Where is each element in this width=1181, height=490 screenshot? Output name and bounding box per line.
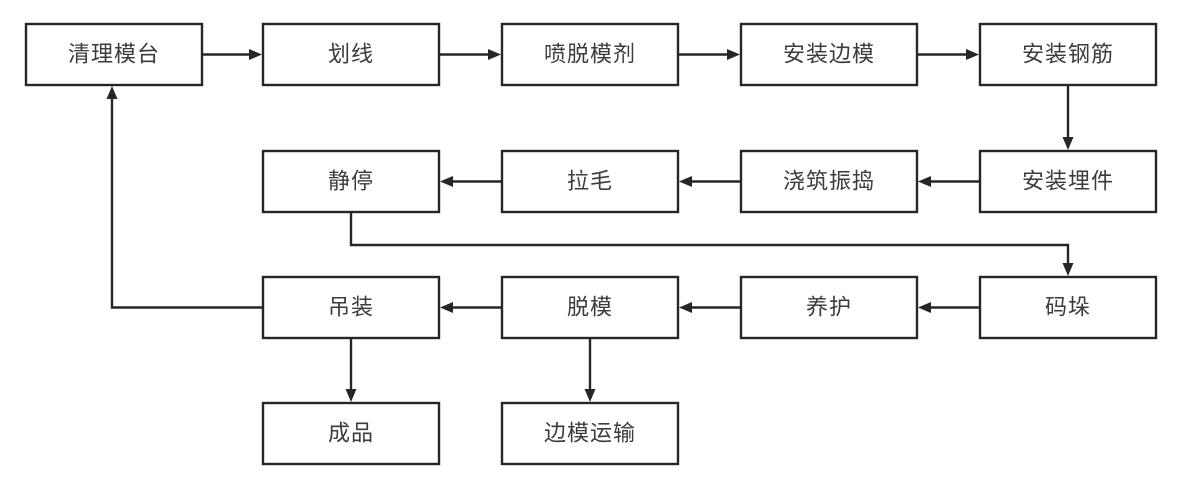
node-box[interactable] [261,401,441,466]
node-box[interactable] [24,22,204,87]
flow-node-n10[interactable]: 码垛 [978,275,1158,340]
arrowhead-icon [345,389,357,402]
flow-edge-n5-to-n6 [1062,85,1074,150]
arrowhead-icon [1062,263,1074,276]
arrowhead-icon [584,389,596,402]
node-label: 拉毛 [567,168,613,193]
arrowhead-icon [249,49,262,60]
node-box[interactable] [261,22,441,87]
arrowhead-icon [106,86,118,99]
node-label: 安装埋件 [1022,168,1114,193]
node-box[interactable] [978,22,1158,87]
arrowhead-icon [679,302,692,313]
node-box[interactable] [500,275,680,340]
flow-edge-n2-to-n3 [439,49,501,60]
flow-node-n7[interactable]: 浇筑振捣 [739,149,919,214]
node-label: 养护 [806,294,852,319]
flow-node-n14[interactable]: 成品 [261,401,441,466]
edges-layer [106,49,1074,402]
node-box[interactable] [739,22,919,87]
arrowhead-icon [727,49,740,60]
flow-edge-n12-to-n13 [440,302,502,313]
arrowhead-icon [966,49,979,60]
node-box[interactable] [261,149,441,214]
node-label: 清理模台 [68,41,160,66]
flow-edge-n1-to-n2 [202,49,262,60]
flow-node-n8[interactable]: 拉毛 [500,149,680,214]
flow-node-n1[interactable]: 清理模台 [24,22,204,87]
flow-node-n15[interactable]: 边模运输 [500,401,680,466]
arrowhead-icon [440,176,453,187]
flow-edge-n7-to-n8 [679,176,741,187]
flow-node-n5[interactable]: 安装钢筋 [978,22,1158,87]
flow-edge-n9-to-n10 [349,212,1074,276]
node-box[interactable] [261,275,441,340]
flow-edge-n11-to-n12 [679,302,741,313]
flow-node-n12[interactable]: 脱模 [500,275,680,340]
flow-edge-n13-to-n14 [345,338,357,402]
node-label: 成品 [328,420,374,445]
arrowhead-icon [488,49,501,60]
flow-edge-n13-to-n1 [106,86,263,309]
node-label: 边模运输 [544,420,636,445]
arrowhead-icon [1062,137,1074,150]
flow-edge-n8-to-n9 [440,176,502,187]
flow-edge-n6-to-n7 [918,176,980,187]
flow-edge-n4-to-n5 [917,49,979,60]
edge-line [110,93,263,309]
arrowhead-icon [918,302,931,313]
flow-node-n4[interactable]: 安装边模 [739,22,919,87]
node-box[interactable] [500,401,680,466]
flow-node-n9[interactable]: 静停 [261,149,441,214]
flow-node-n3[interactable]: 喷脱模剂 [500,22,680,87]
flow-edge-n12-to-n15 [584,338,596,402]
flow-edge-n3-to-n4 [678,49,740,60]
edge-line [349,212,1070,269]
arrowhead-icon [918,176,931,187]
node-label: 安装钢筋 [1022,41,1114,66]
arrowhead-icon [440,302,453,313]
node-box[interactable] [739,149,919,214]
node-box[interactable] [739,275,919,340]
node-label: 安装边模 [783,41,875,66]
node-label: 浇筑振捣 [783,168,875,193]
node-label: 喷脱模剂 [544,41,636,66]
node-label: 码垛 [1045,294,1091,319]
node-box[interactable] [978,275,1158,340]
node-box[interactable] [500,22,680,87]
node-label: 脱模 [567,294,613,319]
flow-node-n2[interactable]: 划线 [261,22,441,87]
node-box[interactable] [500,149,680,214]
flow-node-n13[interactable]: 吊装 [261,275,441,340]
node-box[interactable] [978,149,1158,214]
node-label: 划线 [328,41,374,66]
node-label: 静停 [328,168,374,193]
flow-node-n6[interactable]: 安装埋件 [978,149,1158,214]
arrowhead-icon [679,176,692,187]
node-label: 吊装 [328,294,374,319]
flow-node-n11[interactable]: 养护 [739,275,919,340]
flow-edge-n10-to-n11 [918,302,980,313]
